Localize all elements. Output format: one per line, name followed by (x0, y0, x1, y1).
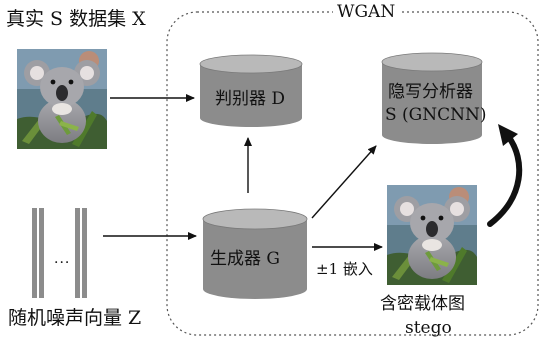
stego-image-label: 含密载体图 (380, 294, 465, 314)
generator-cylinder (202, 208, 308, 299)
wgan-label: WGAN (333, 4, 400, 21)
stego-label: stego (405, 318, 452, 338)
noise-vector-bars (32, 208, 87, 298)
koala-photo-real (17, 49, 107, 149)
arrow-stego-to-steganalyzer (487, 124, 523, 227)
generator-label: 生成器 G (210, 249, 280, 269)
embed-label: ±1 嵌入 (316, 260, 373, 278)
noise-vector-label: 随机噪声向量 Z (8, 307, 142, 329)
steganalyzer-label: 隐写分析器 (388, 82, 473, 102)
steganalyzer-cylinder (381, 52, 483, 144)
noise-ellipsis: ··· (54, 255, 71, 271)
koala-photo-stego (387, 185, 477, 285)
discriminator-label: 判别器 D (215, 89, 286, 109)
arrow-generator-to-steganalyzer (311, 145, 377, 219)
steganalyzer-model-label: S (GNCNN) (385, 105, 487, 125)
discriminator-cylinder (199, 54, 303, 127)
real-dataset-label: 真实 S 数据集 X (6, 8, 146, 30)
